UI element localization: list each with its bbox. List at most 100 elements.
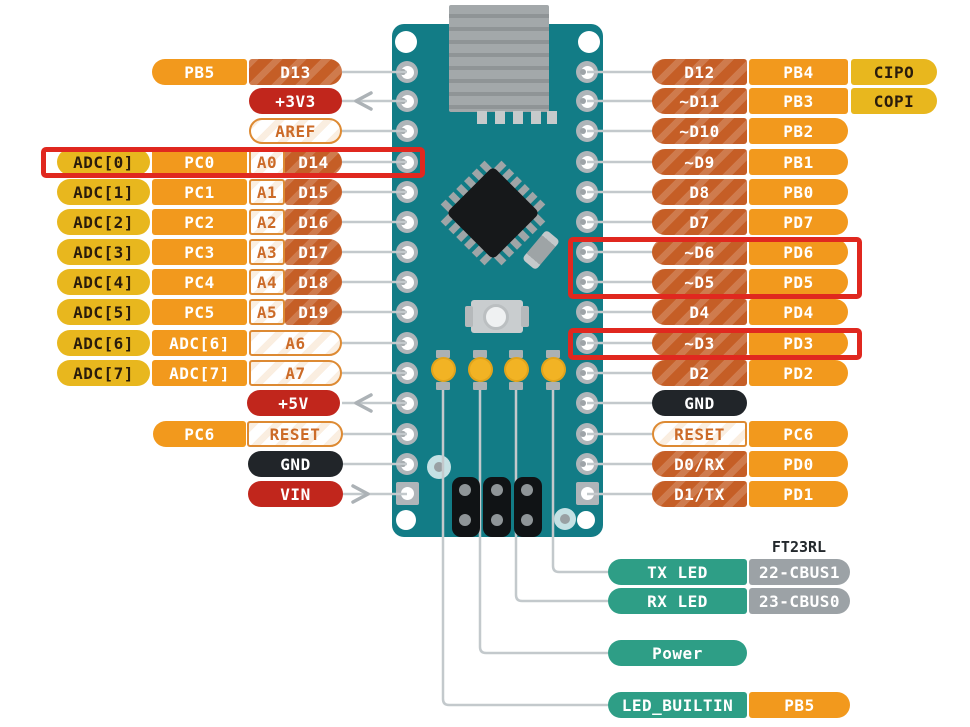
pin-label-adc-6: ADC[6] bbox=[57, 330, 150, 356]
pin-label-5v: +5V bbox=[247, 390, 340, 416]
via-pad bbox=[554, 508, 576, 530]
led-pad bbox=[436, 382, 450, 390]
icsp-pin bbox=[521, 514, 533, 526]
pin-label-cipo: CIPO bbox=[851, 59, 937, 85]
pin-hole-shade bbox=[580, 128, 586, 134]
icsp-pin bbox=[491, 514, 503, 526]
pin-label-pd2: PD2 bbox=[749, 360, 848, 386]
pin-hole-shade bbox=[580, 400, 586, 406]
led-pad bbox=[473, 350, 487, 358]
led-pad bbox=[473, 382, 487, 390]
pin-label-pd4: PD4 bbox=[749, 299, 848, 325]
pin-label-gnd: GND bbox=[248, 451, 343, 477]
pin-label-pd5: PD5 bbox=[749, 269, 848, 295]
pin-label-adc-0: ADC[0] bbox=[57, 149, 150, 175]
pin-label-d1-tx: D1/TX bbox=[652, 481, 747, 507]
pin-label-rx-led: RX LED bbox=[608, 588, 747, 614]
pin-label-d10: ~D10 bbox=[652, 118, 747, 144]
pin-label-d8: D8 bbox=[652, 179, 747, 205]
pin-label-adc-3: ADC[3] bbox=[57, 239, 150, 265]
usb-leg bbox=[547, 111, 557, 124]
pin-label-adc-5: ADC[5] bbox=[57, 299, 150, 325]
pin-label-d13: D13 bbox=[249, 59, 342, 85]
highlight-box bbox=[41, 147, 425, 178]
pin-label-tx-led: TX LED bbox=[608, 559, 747, 585]
led-pad bbox=[509, 350, 523, 358]
pin-label-adc-2: ADC[2] bbox=[57, 209, 150, 235]
mounting-hole bbox=[395, 31, 417, 53]
pin-label-d7: D7 bbox=[652, 209, 747, 235]
pin-hole-shade bbox=[580, 249, 586, 255]
pin-label-a7: A7 bbox=[249, 360, 342, 386]
pin-label-a5: A5 bbox=[249, 299, 285, 325]
pin-label-pb0: PB0 bbox=[749, 179, 848, 205]
pin-label-pc4: PC4 bbox=[152, 269, 247, 295]
pin-label-pb5: PB5 bbox=[749, 692, 850, 718]
pin-label-d6: ~D6 bbox=[652, 239, 747, 265]
pin-label-d19: D19 bbox=[285, 299, 342, 325]
usb-connector bbox=[449, 5, 549, 112]
pin-label-led-builtin: LED_BUILTIN bbox=[608, 692, 747, 718]
pin-label-a1: A1 bbox=[249, 179, 285, 205]
pin-label-22-cbus1: 22-CBUS1 bbox=[749, 559, 850, 585]
led-pad bbox=[509, 382, 523, 390]
via-pad bbox=[427, 455, 451, 479]
pin-label-d15: D15 bbox=[285, 179, 342, 205]
usb-leg bbox=[477, 111, 487, 124]
reset-button-cap bbox=[483, 304, 509, 330]
pin-label-d0-rx: D0/RX bbox=[652, 451, 747, 477]
pin-label-d16: D16 bbox=[285, 209, 342, 235]
pin-label-power: Power bbox=[608, 640, 747, 666]
pin-label-adc-6: ADC[6] bbox=[152, 330, 247, 356]
led-pad bbox=[546, 350, 560, 358]
pin-label-pb3: PB3 bbox=[749, 88, 848, 114]
icsp-pin bbox=[521, 484, 533, 496]
pin-hole-shade bbox=[580, 69, 586, 75]
pin-label-pc0: PC0 bbox=[152, 149, 247, 175]
pin-label-3v3: +3V3 bbox=[249, 88, 342, 114]
pin-label-pd3: PD3 bbox=[749, 330, 848, 356]
pin-hole-shade bbox=[580, 431, 586, 437]
led bbox=[430, 357, 456, 382]
pin-hole-shade bbox=[580, 340, 586, 346]
pin-label-23-cbus0: 23-CBUS0 bbox=[749, 588, 850, 614]
pin-label-pb5: PB5 bbox=[152, 59, 247, 85]
mounting-hole bbox=[577, 511, 595, 529]
pin-hole-shade bbox=[580, 309, 586, 315]
pin-hole-shade bbox=[580, 98, 586, 104]
pin-label-gnd: GND bbox=[652, 390, 747, 416]
pin-label-a3: A3 bbox=[249, 239, 285, 265]
reset-button-tab bbox=[465, 306, 473, 327]
pin-label-reset: RESET bbox=[652, 421, 747, 447]
pin-label-adc-1: ADC[1] bbox=[57, 179, 150, 205]
reset-button-tab bbox=[521, 306, 529, 327]
pin-label-d14: D14 bbox=[285, 149, 342, 175]
icsp-pin bbox=[491, 484, 503, 496]
pin-label-copi: COPI bbox=[851, 88, 937, 114]
pin-hole-shade bbox=[580, 159, 586, 165]
usb-chip-label: FT23RL bbox=[771, 538, 827, 556]
pin-label-a0: A0 bbox=[249, 149, 285, 175]
pin-label-d11: ~D11 bbox=[652, 88, 747, 114]
pin-label-adc-7: ADC[7] bbox=[57, 360, 150, 386]
pin-label-d4: D4 bbox=[652, 299, 747, 325]
pin-label-pc5: PC5 bbox=[152, 299, 247, 325]
pin-label-adc-7: ADC[7] bbox=[152, 360, 247, 386]
pin-label-d17: D17 bbox=[285, 239, 342, 265]
pin-label-pc6: PC6 bbox=[749, 421, 848, 447]
mounting-hole bbox=[396, 510, 416, 530]
led bbox=[503, 357, 529, 382]
pin-label-pc3: PC3 bbox=[152, 239, 247, 265]
pin-hole-shade bbox=[580, 219, 586, 225]
usb-leg bbox=[531, 111, 541, 124]
pin-label-pd0: PD0 bbox=[749, 451, 848, 477]
led bbox=[540, 357, 566, 382]
pin-hole-shade bbox=[580, 279, 586, 285]
pin-hole-shade bbox=[580, 189, 586, 195]
icsp-pin bbox=[459, 514, 471, 526]
pin-label-a4: A4 bbox=[249, 269, 285, 295]
pin-label-pc6: PC6 bbox=[153, 421, 246, 447]
pin-label-pd1: PD1 bbox=[749, 481, 848, 507]
